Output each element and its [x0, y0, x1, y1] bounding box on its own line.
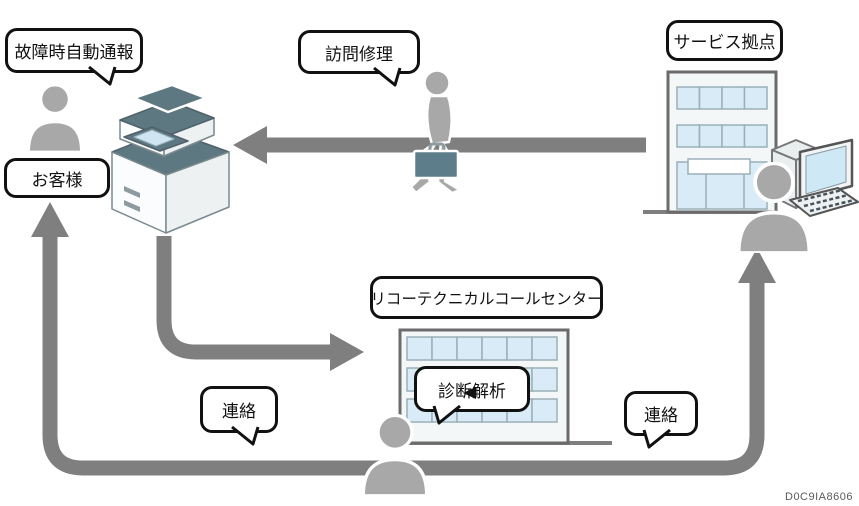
bubble-tail: [88, 65, 117, 85]
auto-report-arrow: [156, 236, 364, 371]
visit-repair-arrow: [233, 126, 646, 164]
call-center-label: リコーテクニカルコールセンター: [370, 276, 603, 319]
multifunction-printer-icon: [111, 83, 230, 234]
visit-repair-bubble: 訪問修理: [298, 30, 420, 86]
visit-repair-bubble-text: 訪問修理: [325, 44, 393, 64]
desktop-computer-icon: [771, 138, 859, 217]
auto-report-bubble: 故障時自動通報: [5, 28, 143, 85]
service-base-label-text: サービス拠点: [673, 33, 776, 52]
contact-right-bubble: 連絡: [624, 391, 698, 448]
bubble-tail: [231, 425, 260, 445]
customer-label-text: お客様: [31, 170, 83, 190]
contact-left-bubble: 連絡: [200, 386, 278, 445]
bubble-tail: [642, 428, 671, 448]
bubble-tail: [373, 66, 402, 86]
service-base-label: サービス拠点: [666, 20, 783, 61]
contact-right-bubble-text: 連絡: [644, 406, 678, 425]
cursor-icon: [463, 387, 476, 399]
contact-left-bubble-text: 連絡: [222, 402, 256, 421]
walking-engineer-icon: [409, 69, 462, 195]
call-center-label-text: リコーテクニカルコールセンター: [370, 290, 603, 308]
auto-report-bubble-text: 故障時自動通報: [14, 43, 134, 62]
customer-person-icon: [27, 84, 83, 152]
bubble-tail: [432, 404, 461, 424]
figure-id: D0C9IA8606: [785, 491, 853, 503]
customer-label: お客様: [4, 158, 110, 198]
